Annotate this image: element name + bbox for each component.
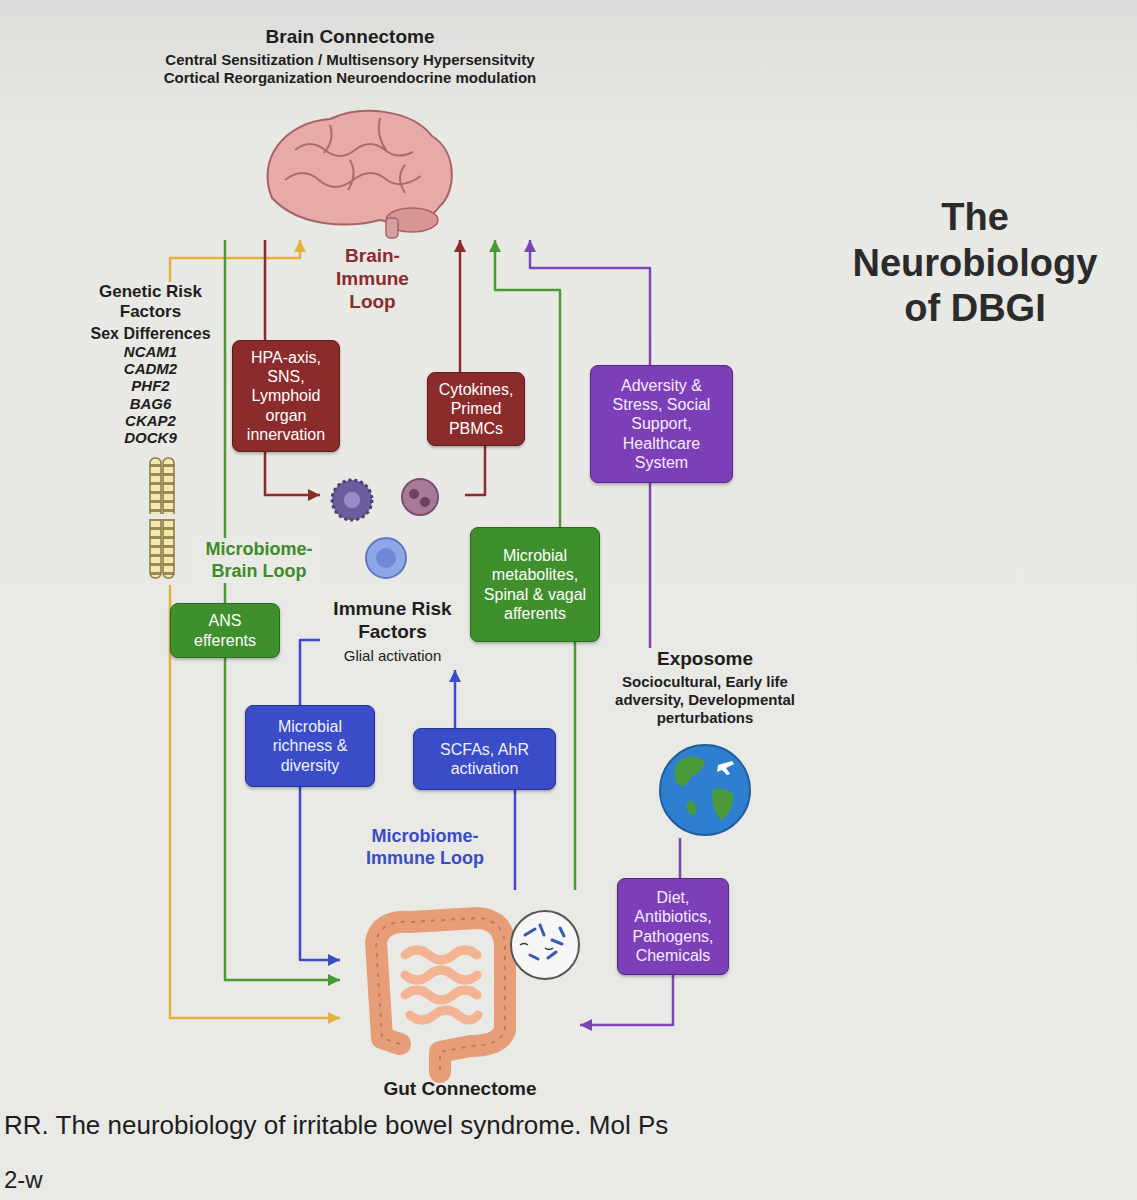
process-box: Cytokines, Primed PBMCs — [427, 372, 525, 446]
process-box: ANS efferents — [170, 603, 280, 658]
node-text: Sociocultural, Early life adversity, Dev… — [590, 673, 820, 727]
connector — [300, 787, 340, 960]
illustrated-node: Gut Connectome — [340, 890, 580, 1105]
label-slot: Microbiome-Immune Loop — [345, 826, 505, 869]
connector — [265, 452, 320, 495]
connector — [465, 446, 485, 495]
process-box: Adversity & Stress, Social Support, Heal… — [590, 365, 733, 483]
box-text: SCFAs, AhR activation — [420, 740, 549, 778]
node-heading: Gut Connectome — [360, 1078, 560, 1101]
box-text: Diet, Antibiotics, Pathogens, Chemicals — [624, 888, 722, 965]
process-box: Diet, Antibiotics, Pathogens, Chemicals — [617, 878, 729, 975]
loop-label: Microbiome-Immune Loop — [345, 826, 505, 869]
connector — [574, 642, 577, 890]
gut-illustration — [376, 911, 579, 1072]
illustrated-node: Immune Risk FactorsGlial activation — [320, 470, 465, 670]
connector — [514, 790, 517, 890]
node-heading: Exposome — [657, 648, 753, 671]
connector — [580, 975, 673, 1025]
box-text: Adversity & Stress, Social Support, Heal… — [597, 376, 726, 472]
label-slot: 2-w — [4, 1166, 204, 1195]
box-text: Microbial metabolites, Spinal & vagal af… — [477, 546, 593, 623]
label-slot: Brain-Immune Loop — [325, 245, 420, 313]
loop-label: Microbiome-Brain Loop — [198, 538, 320, 583]
connector — [264, 240, 267, 340]
connector — [454, 670, 457, 728]
loop-label: Brain-Immune Loop — [325, 245, 420, 313]
reference-fragment: 2-w — [4, 1166, 204, 1195]
node-text: Sex Differences — [90, 324, 210, 343]
process-box: Microbial richness & diversity — [245, 705, 375, 787]
chromosome-illustration — [148, 458, 176, 578]
process-box: SCFAs, AhR activation — [413, 728, 556, 790]
process-box: HPA-axis, SNS, Lymphoid organ innervatio… — [232, 340, 340, 452]
box-text: HPA-axis, SNS, Lymphoid organ innervatio… — [239, 348, 333, 444]
node-text: Central Sensitization / Multisensory Hyp… — [155, 51, 545, 87]
title: The Neurobiology of DBGI — [830, 195, 1120, 332]
connector — [649, 483, 652, 648]
connector — [530, 240, 650, 365]
node-text: NCAM1 CADM2 PHF2 BAG6 CKAP2 DOCK9 — [115, 343, 187, 447]
brain-illustration — [267, 111, 451, 238]
connector — [459, 240, 462, 372]
box-text: ANS efferents — [177, 611, 273, 649]
illustrated-node: Brain ConnectomeCentral Sensitization / … — [150, 26, 550, 240]
caption: RR. The neurobiology of irritable bowel … — [4, 1110, 1004, 1141]
connector — [679, 838, 682, 878]
node-heading: Brain Connectome — [266, 26, 435, 49]
node-heading: Immune Risk Factors — [320, 598, 465, 644]
caption-slot: RR. The neurobiology of irritable bowel … — [4, 1110, 1004, 1141]
node-heading: Genetic Risk Factors — [88, 282, 213, 323]
node-text: Glial activation — [344, 647, 442, 665]
immune-cells — [332, 479, 438, 578]
process-box: Microbial metabolites, Spinal & vagal af… — [470, 527, 600, 642]
connector — [170, 240, 300, 282]
globe-illustration — [660, 745, 750, 835]
illustrated-node: Genetic Risk FactorsSex DifferencesNCAM1… — [88, 282, 213, 585]
title-slot: The Neurobiology of DBGI — [830, 195, 1120, 332]
illustrated-node: ExposomeSociocultural, Early life advers… — [590, 648, 820, 838]
label-slot: Microbiome-Brain Loop — [198, 538, 320, 583]
connector — [300, 640, 320, 705]
box-text: Microbial richness & diversity — [252, 717, 368, 775]
connector — [170, 585, 340, 1018]
box-text: Cytokines, Primed PBMCs — [434, 380, 518, 438]
